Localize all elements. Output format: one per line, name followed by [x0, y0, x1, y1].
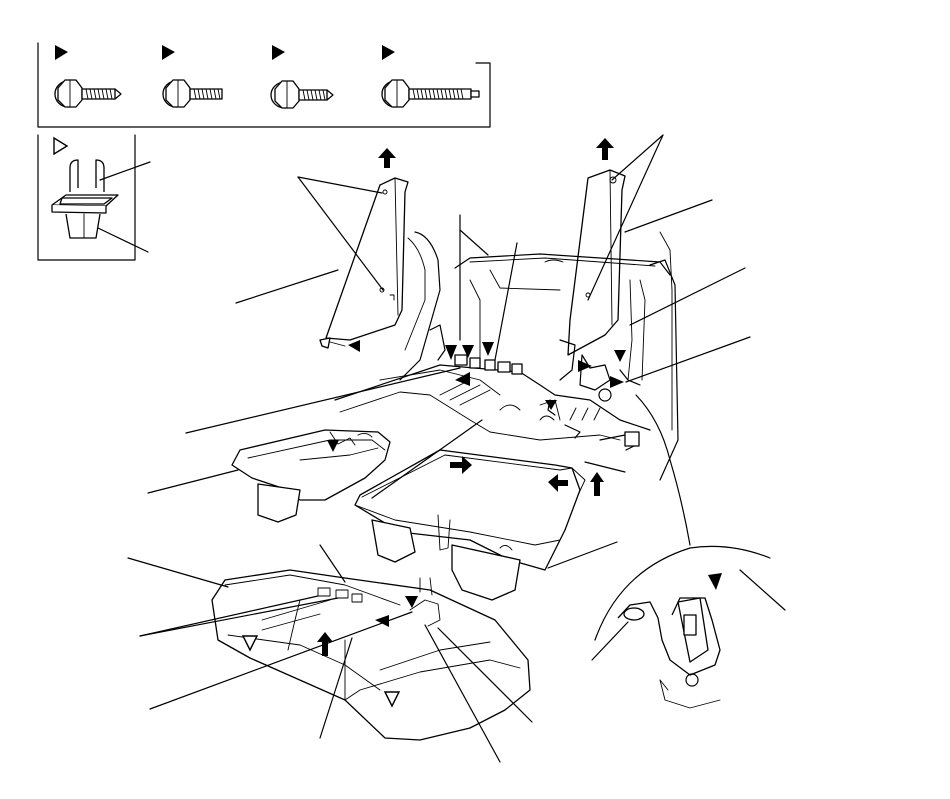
- up-arrow-icon: [596, 138, 614, 160]
- leader-line: [739, 569, 786, 611]
- bolt-legend-item-4: [381, 45, 480, 108]
- filled-triangle-marker: [162, 45, 175, 60]
- fastener-legend: [37, 42, 491, 128]
- bolt-legend-item-2: [162, 45, 223, 108]
- flange-bolt-icon: [162, 79, 223, 108]
- filled-triangle-marker: [482, 342, 494, 356]
- leader-line: [99, 161, 151, 181]
- outline-triangle-marker: [241, 635, 259, 652]
- left-seatback-panel: [319, 177, 409, 352]
- filled-triangle-marker: [610, 376, 624, 388]
- filled-triangle-marker: [455, 372, 470, 386]
- left-arrow-icon: [548, 474, 568, 492]
- filled-triangle-marker: [55, 45, 68, 60]
- outline-triangle-marker: [383, 691, 401, 708]
- center-armrest: [231, 429, 391, 523]
- filled-triangle-marker: [708, 573, 722, 590]
- flange-bolt-icon: [381, 79, 480, 108]
- leader-line: [591, 621, 629, 661]
- right-arrow-icon: [450, 456, 472, 474]
- filled-triangle-marker: [272, 45, 285, 60]
- filled-triangle-marker: [405, 596, 418, 608]
- filled-triangle-marker: [375, 615, 389, 627]
- bolt-legend-item-1: [54, 45, 122, 108]
- filled-triangle-marker: [462, 345, 474, 358]
- rear-seatback-cushion: [354, 449, 604, 601]
- anchor-detail-callout: [591, 545, 786, 709]
- filled-triangle-marker: [445, 345, 457, 360]
- vehicle-body-floor: [334, 231, 691, 546]
- right-seatback-panel: [567, 169, 626, 356]
- filled-triangle-marker: [545, 400, 557, 410]
- leader-line: [97, 227, 149, 253]
- outline-triangle-marker: [53, 136, 69, 156]
- filled-triangle-marker: [348, 340, 360, 352]
- flange-bolt-icon: [54, 79, 122, 108]
- clip-inset: [37, 134, 151, 261]
- filled-triangle-marker: [614, 350, 626, 362]
- flange-bolt-icon: [270, 80, 334, 109]
- bolt-legend-item-3: [270, 45, 334, 109]
- filled-triangle-marker: [382, 45, 395, 60]
- clip-detail-icon: [51, 159, 119, 239]
- filled-triangle-marker: [327, 440, 339, 452]
- filled-triangle-marker: [578, 360, 592, 372]
- leader-lines: [127, 134, 751, 763]
- up-arrow-icon: [590, 472, 604, 496]
- up-arrow-icon: [378, 148, 396, 168]
